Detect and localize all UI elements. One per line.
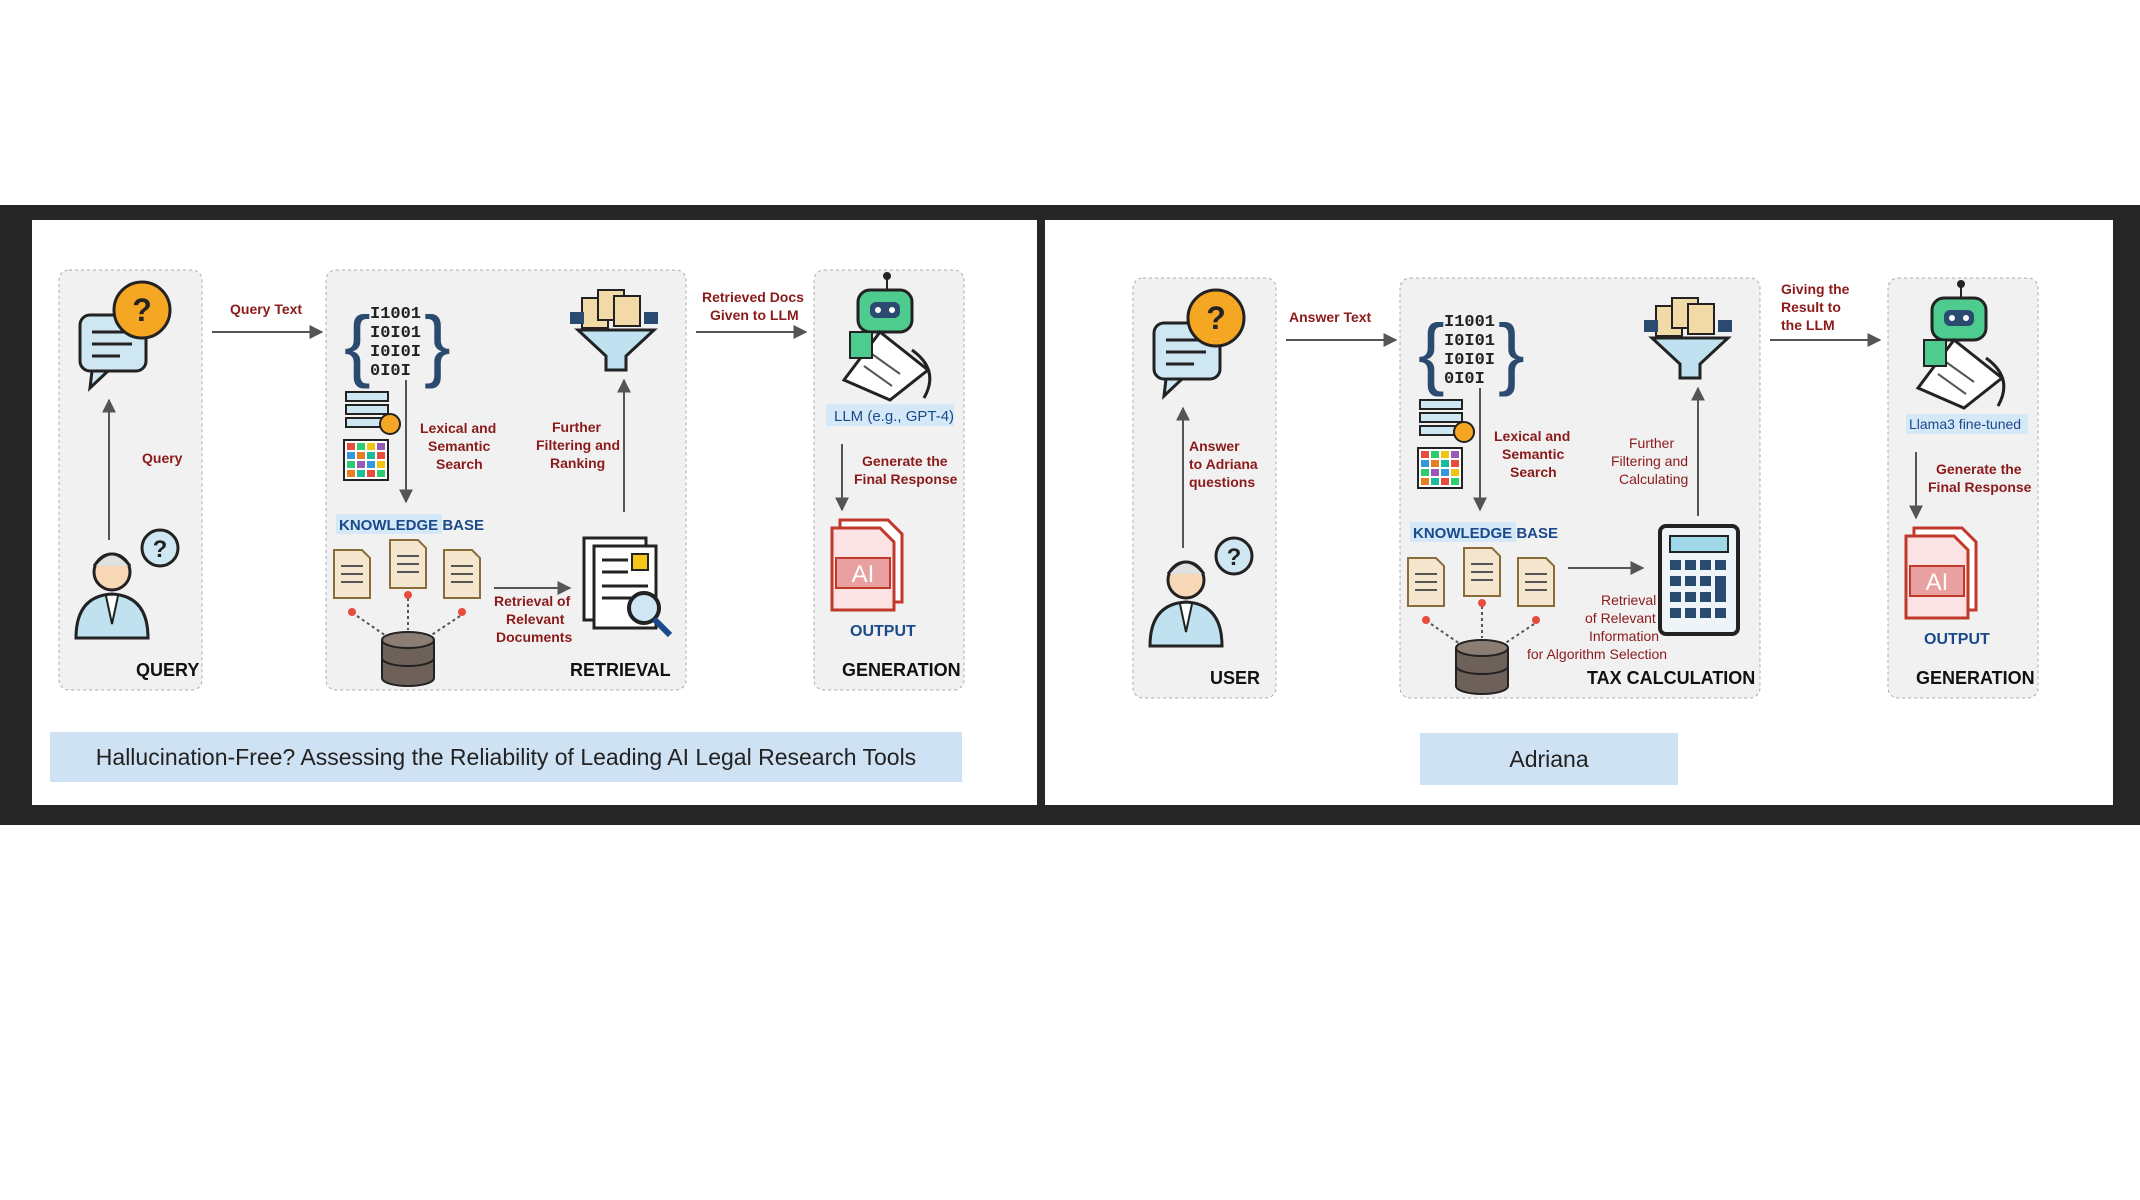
knowledge-base-label-right: KNOWLEDGE BASE [1413,525,1558,542]
calculator-icon [1658,524,1740,636]
label-lexical-r3: Search [1510,464,1557,480]
label-retrieval-1: Retrieval of [494,593,571,609]
binary-code-icon: { } I1001 I0I01 I0I0I 0I0I [344,300,451,389]
label-output: OUTPUT [850,623,916,640]
database-table-icon [1417,399,1475,489]
svg-text:?: ? [153,536,168,563]
filter-funnel-icon [570,289,658,372]
label-retrieval-info-2: of Relevant [1585,610,1656,626]
label-giving-3: the LLM [1781,317,1835,333]
svg-text:I0I01: I0I01 [1444,332,1495,351]
label-giving-1: Giving the [1781,281,1850,297]
svg-text:AI: AI [1926,569,1949,596]
label-answer-2: to Adriana [1189,456,1258,472]
label-answer-1: Answer [1189,438,1240,454]
document-icon [333,539,481,599]
label-retrieval-info-1: Retrieval [1601,592,1656,608]
label-filtering-2: Filtering and [536,437,620,453]
svg-text:?: ? [1206,300,1226,336]
ai-file-icon: AI [1904,526,1978,620]
svg-text:I0I01: I0I01 [370,324,421,343]
right-caption: Adriana [1420,733,1678,785]
stage-label-generation: GENERATION [842,660,961,680]
left-diagram: ? Query ? QUERY Query Text { } I1001 I0I… [58,269,965,691]
svg-text:I0I0I: I0I0I [370,343,421,362]
left-diagram-panel: ? Query ? QUERY Query Text { } I1001 I0I… [32,220,1037,805]
label-filtering-r3: Calculating [1619,471,1688,487]
right-diagram: ? Answer to Adriana questions ? USER Ans… [1132,277,2039,699]
robot-icon [841,272,932,402]
label-retrieval-info-4: for Algorithm Selection [1527,646,1667,662]
svg-text:I1001: I1001 [370,305,421,324]
binary-code-icon: { } I1001 I0I01 I0I0I 0I0I [1418,308,1525,397]
svg-text:0I0I: 0I0I [1444,370,1485,389]
label-lexical-1: Lexical and [420,420,496,436]
ai-file-icon: AI [830,518,904,612]
document-icon [1407,547,1555,607]
database-cylinder-icon [381,631,435,687]
svg-text:0I0I: 0I0I [370,362,411,381]
right-diagram-panel: ? Answer to Adriana questions ? USER Ans… [1045,220,2113,805]
user-question-icon: ? [74,528,180,640]
user-question-icon: ? [1148,536,1254,648]
stage-label-query: QUERY [136,660,199,680]
label-generate-2: Final Response [854,471,958,487]
knowledge-base-label: KNOWLEDGE BASE [339,517,484,534]
stage-label-user: USER [1210,668,1260,688]
label-retrieval-2: Relevant [506,611,565,627]
label-query: Query [142,450,183,466]
svg-text:{: { [344,300,371,389]
label-generate-r1: Generate the [1936,461,2022,477]
label-giving-2: Result to [1781,299,1841,315]
label-llm-right: Llama3 fine-tuned [1909,416,2021,432]
stage-label-generation-right: GENERATION [1916,668,2035,688]
stage-label-retrieval: RETRIEVAL [570,660,671,680]
left-caption: Hallucination-Free? Assessing the Reliab… [50,732,962,782]
label-lexical-3: Search [436,456,483,472]
svg-text:I1001: I1001 [1444,313,1495,332]
label-retrieved-docs-1: Retrieved Docs [702,289,804,305]
label-answer-text: Answer Text [1289,309,1372,325]
filter-funnel-icon [1644,297,1732,380]
svg-text:AI: AI [852,561,875,588]
label-query-text: Query Text [230,301,302,317]
chat-question-icon: ? [1152,288,1246,400]
label-lexical-r1: Lexical and [1494,428,1570,444]
label-retrieved-docs-2: Given to LLM [710,307,799,323]
svg-text:?: ? [132,292,152,328]
label-output-right: OUTPUT [1924,631,1990,648]
label-generate-1: Generate the [862,453,948,469]
svg-text:I0I0I: I0I0I [1444,351,1495,370]
report-search-icon [582,536,673,638]
chat-question-icon: ? [78,280,172,392]
label-filtering-r2: Filtering and [1611,453,1688,469]
label-filtering-1: Further [552,419,602,435]
label-llm: LLM (e.g., GPT-4) [834,408,954,425]
label-generate-r2: Final Response [1928,479,2032,495]
label-filtering-3: Ranking [550,455,605,471]
label-lexical-r2: Semantic [1502,446,1564,462]
svg-text:?: ? [1227,544,1242,571]
database-cylinder-icon [1455,639,1509,695]
svg-text:{: { [1418,308,1445,397]
label-lexical-2: Semantic [428,438,490,454]
svg-text:}: } [424,300,451,389]
label-filtering-r1: Further [1629,435,1674,451]
label-retrieval-info-3: Information [1589,628,1659,644]
database-table-icon [343,391,401,481]
label-retrieval-3: Documents [496,629,572,645]
stage-label-tax: TAX CALCULATION [1587,668,1755,688]
label-answer-3: questions [1189,474,1255,490]
svg-text:}: } [1498,308,1525,397]
robot-icon [1915,280,2006,410]
